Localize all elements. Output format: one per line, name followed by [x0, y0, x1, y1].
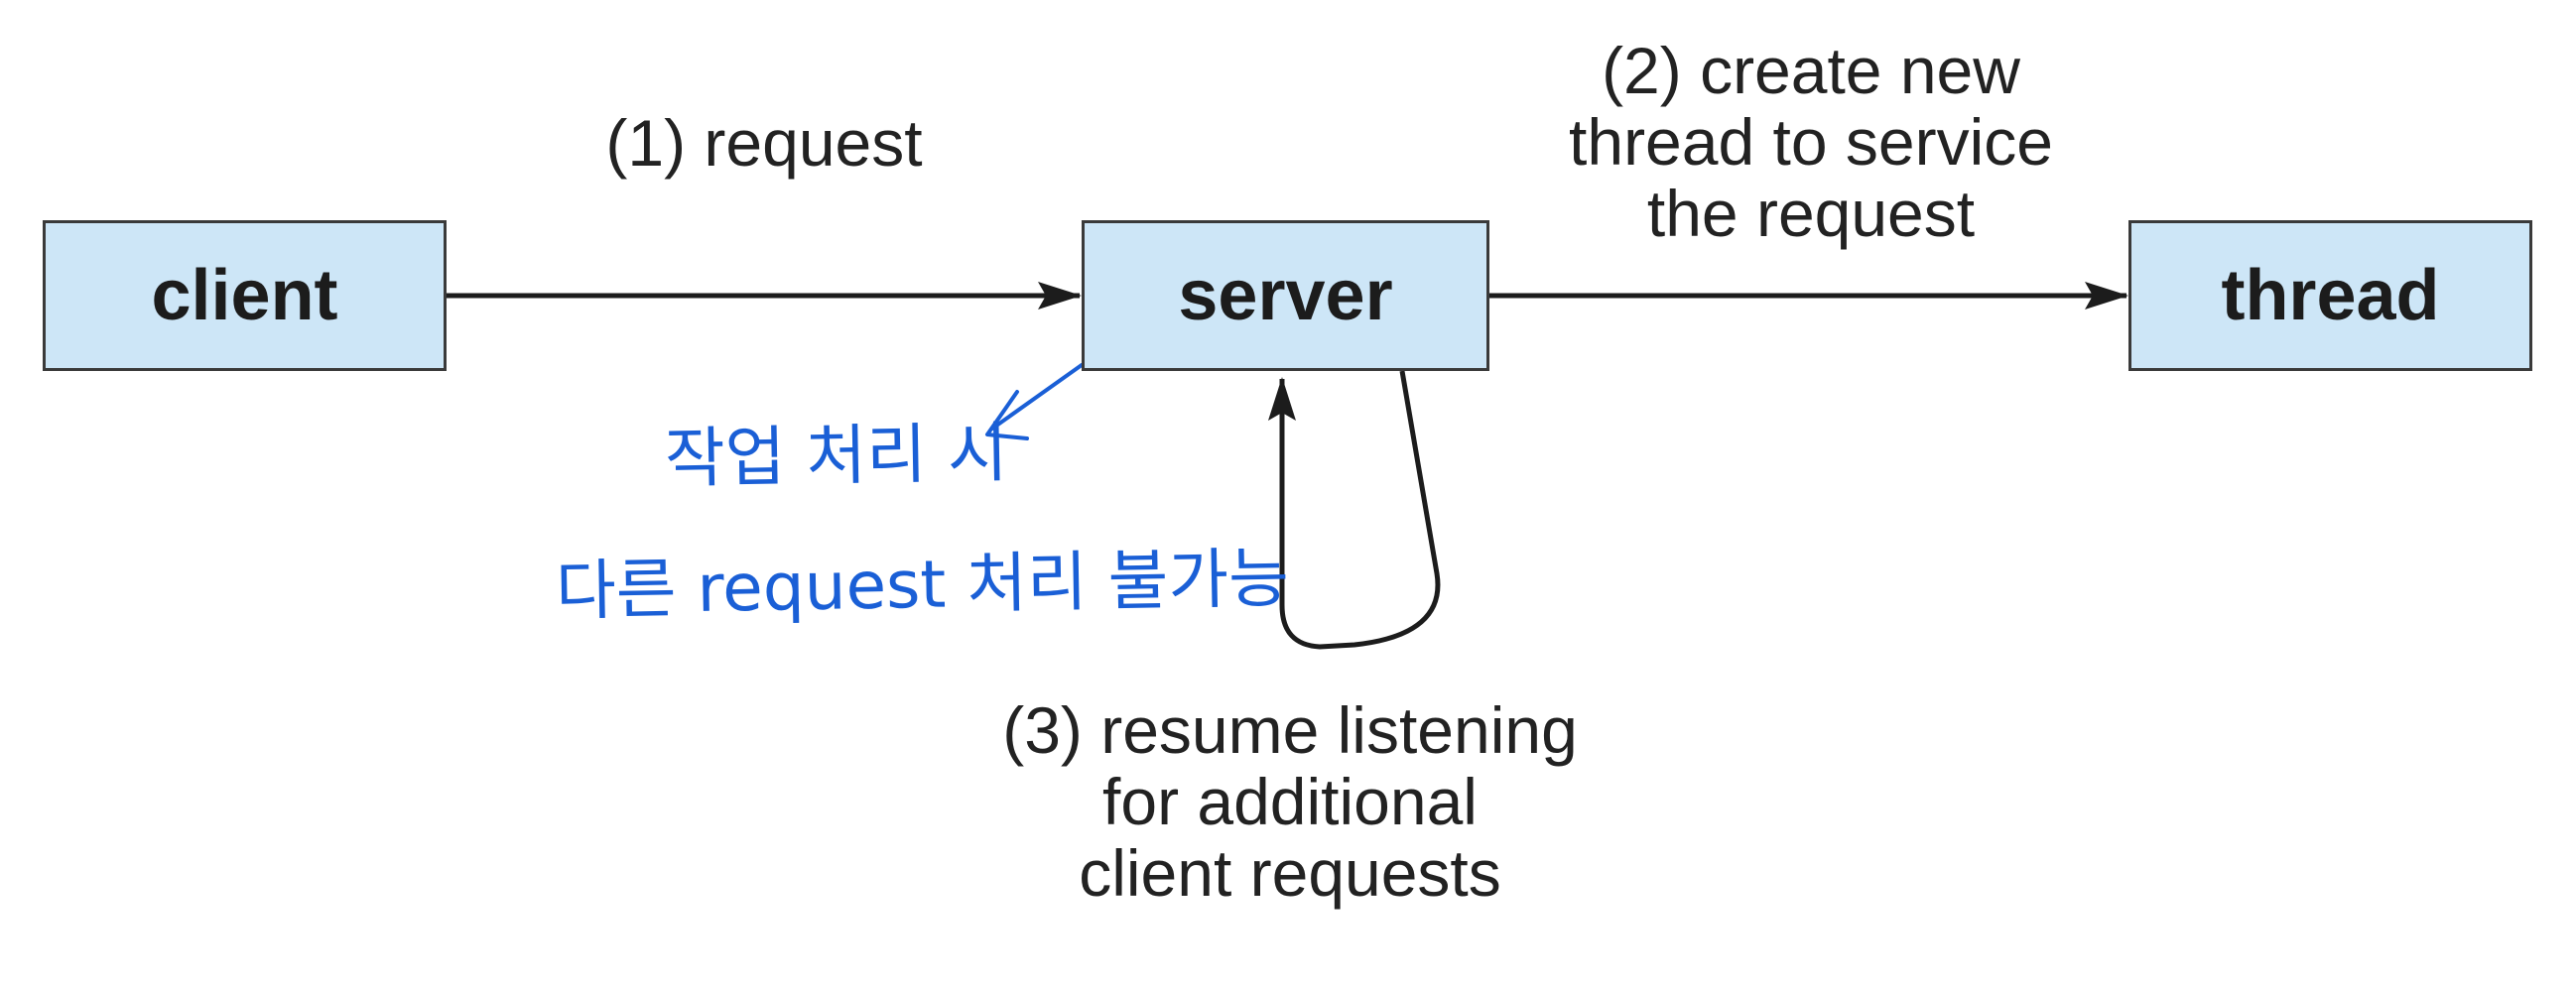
create-thread-label-line-3: the request	[1646, 177, 1976, 250]
resume-listening-loop-arrow	[1268, 370, 1441, 650]
resume-label-line-3: client requests	[1079, 836, 1501, 910]
create-thread-label-line-1: (2) create new	[1602, 34, 2020, 107]
handwritten-pointer-head	[985, 390, 1029, 440]
request-label: (1) request	[605, 106, 923, 180]
create-thread-label-line-2: thread to service	[1569, 105, 2053, 179]
server-node: server	[1082, 220, 1489, 371]
client-node: client	[43, 220, 447, 371]
thread-node: thread	[2128, 220, 2532, 371]
handwritten-note-line-2: 다른 request 처리 불가능	[555, 540, 1290, 630]
handwritten-pointer-arrow	[990, 363, 1084, 431]
resume-label-line-1: (3) resume listening	[1002, 693, 1578, 767]
handwritten-note-line-1: 작업 처리 시	[664, 414, 1009, 498]
resume-listening-label: (3) resume listening for additional clie…	[923, 694, 1657, 909]
resume-label-line-2: for additional	[1102, 765, 1478, 838]
create-thread-label: (2) create new thread to service the req…	[1488, 35, 2133, 249]
